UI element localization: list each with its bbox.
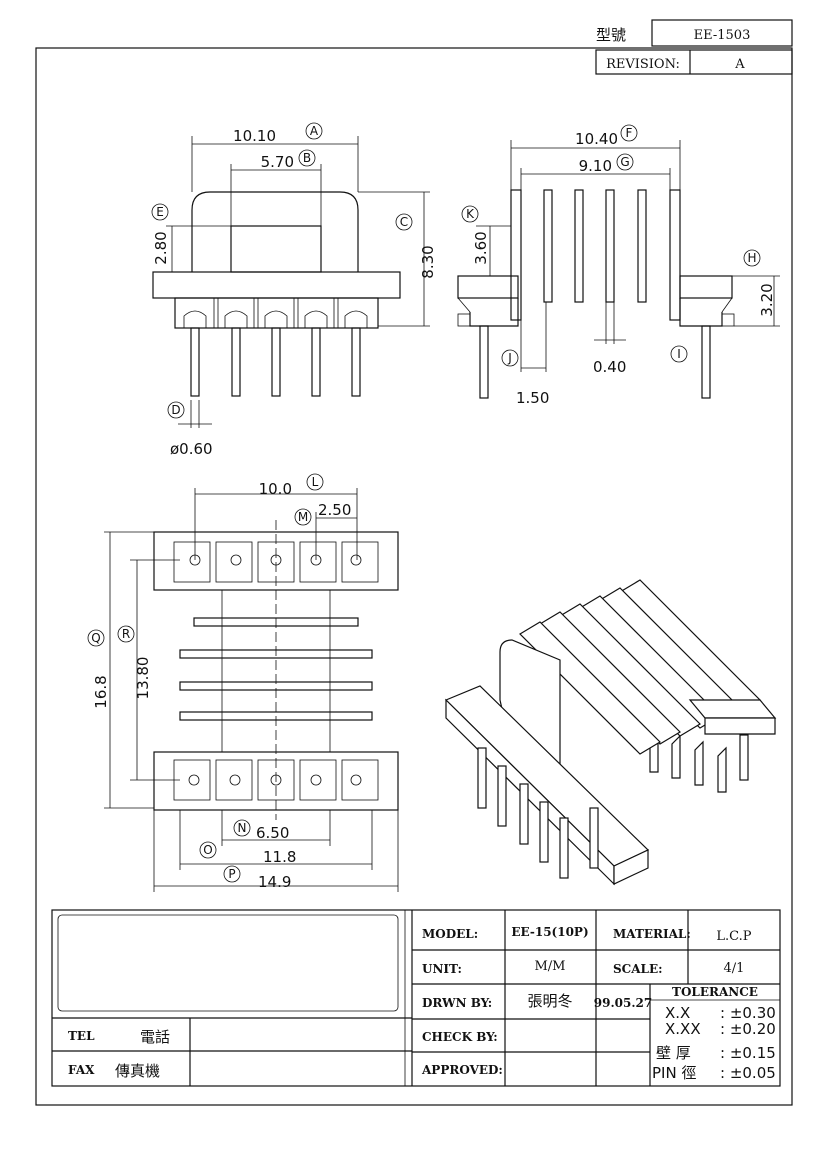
drawn-by-value: 張明冬 [527, 992, 572, 1010]
front-view: 10.10 A 5.70 B 8.30 C 2.80 E D ø0.60 [151, 122, 437, 458]
model-value-tb: EE-15(10P) [511, 925, 588, 939]
side-view: 10.40 F 9.10 G 3.20 H 3.60 K 0.40 I [457, 124, 780, 407]
dim-f-value: 10.40 [575, 130, 618, 148]
dim-c-value: 8.30 [419, 245, 437, 278]
scale-label: SCALE: [613, 962, 663, 976]
callout-l: L [312, 475, 319, 489]
dim-g-value: 9.10 [579, 157, 612, 175]
tol-label-0: X.X [665, 1004, 690, 1022]
drawn-by-label: DRWN BY: [422, 996, 492, 1010]
scale-value: 4/1 [724, 961, 745, 976]
header-block: 型號 EE-1503 REVISION: A [595, 19, 793, 75]
dim-p-value: 14.9 [258, 873, 291, 891]
tel-cn-label: 電話 [140, 1028, 170, 1046]
dim-k-value: 3.60 [472, 231, 490, 264]
dim-i-value: 0.40 [593, 358, 626, 376]
callout-p: P [228, 867, 235, 881]
callout-c: C [400, 215, 408, 229]
dim-l-value: 10.0 [259, 480, 292, 498]
dim-j-value: 1.50 [516, 389, 549, 407]
callout-f: F [626, 126, 633, 140]
tol-label-3: PIN 徑 [652, 1064, 696, 1082]
drawn-date: 99.05.27 [594, 996, 652, 1010]
tol-value-2: : ±0.15 [720, 1044, 776, 1062]
dim-n-value: 6.50 [256, 824, 289, 842]
callout-e: E [156, 205, 164, 219]
bobbin-flanges [510, 189, 681, 321]
unit-value: M/M [534, 959, 565, 974]
dim-q-value: 16.8 [92, 675, 110, 708]
pin-slots-top [173, 541, 379, 583]
material-label: MATERIAL: [613, 927, 691, 941]
title-block: TEL 電話 FAX 傳真機 MODEL: EE-15(10P) MATERIA… [51, 909, 781, 1087]
isometric-view [444, 579, 777, 886]
unit-label: UNIT: [422, 962, 462, 976]
revision-value: A [734, 57, 745, 72]
dim-o-value: 11.8 [263, 848, 296, 866]
callout-d: D [171, 403, 180, 417]
dim-b-value: 5.70 [261, 153, 294, 171]
pins [190, 327, 361, 397]
model-number: EE-1503 [694, 28, 751, 43]
pin-pads [183, 297, 368, 329]
top-view: 10.0 L 2.50 M 16.8 Q 13.80 R 6.50 N 11.8 [87, 473, 399, 892]
dim-r-value: 13.80 [134, 657, 152, 700]
approved-label: APPROVED: [421, 1063, 503, 1077]
callout-i: I [677, 347, 681, 361]
dim-a-value: 10.10 [233, 127, 276, 145]
tol-label-2: 壁 厚 [656, 1044, 691, 1062]
dim-h-value: 3.20 [758, 283, 776, 316]
callout-r: R [122, 627, 130, 641]
callout-g: G [620, 155, 629, 169]
tol-value-3: : ±0.05 [720, 1064, 776, 1082]
dim-e-value: 2.80 [152, 231, 170, 264]
dim-d-value: ø0.60 [170, 440, 213, 458]
model-label-tb: MODEL: [422, 927, 478, 941]
callout-k: K [466, 207, 475, 221]
callout-o: O [203, 843, 212, 857]
tel-label: TEL [68, 1029, 95, 1043]
check-by-label: CHECK BY: [422, 1030, 498, 1044]
logo-area [57, 914, 399, 1012]
callout-a: A [310, 124, 319, 138]
callout-m: M [298, 510, 308, 524]
callout-n: N [238, 821, 247, 835]
tol-value-1: : ±0.20 [720, 1020, 776, 1038]
tol-value-0: : ±0.30 [720, 1004, 776, 1022]
callout-b: B [303, 151, 311, 165]
model-label: 型號 [596, 26, 626, 44]
revision-label: REVISION: [606, 57, 680, 72]
callout-j: J [507, 351, 512, 365]
callout-h: H [747, 251, 756, 265]
fax-cn-label: 傳真機 [115, 1062, 160, 1080]
callout-q: Q [91, 631, 100, 645]
sheet-border [35, 47, 793, 1106]
tol-label-1: X.XX [665, 1020, 701, 1038]
dim-m-value: 2.50 [318, 501, 351, 519]
tolerance-label: TOLERANCE [672, 985, 758, 999]
material-value: L.C.P [716, 929, 751, 944]
fax-label: FAX [68, 1063, 95, 1077]
